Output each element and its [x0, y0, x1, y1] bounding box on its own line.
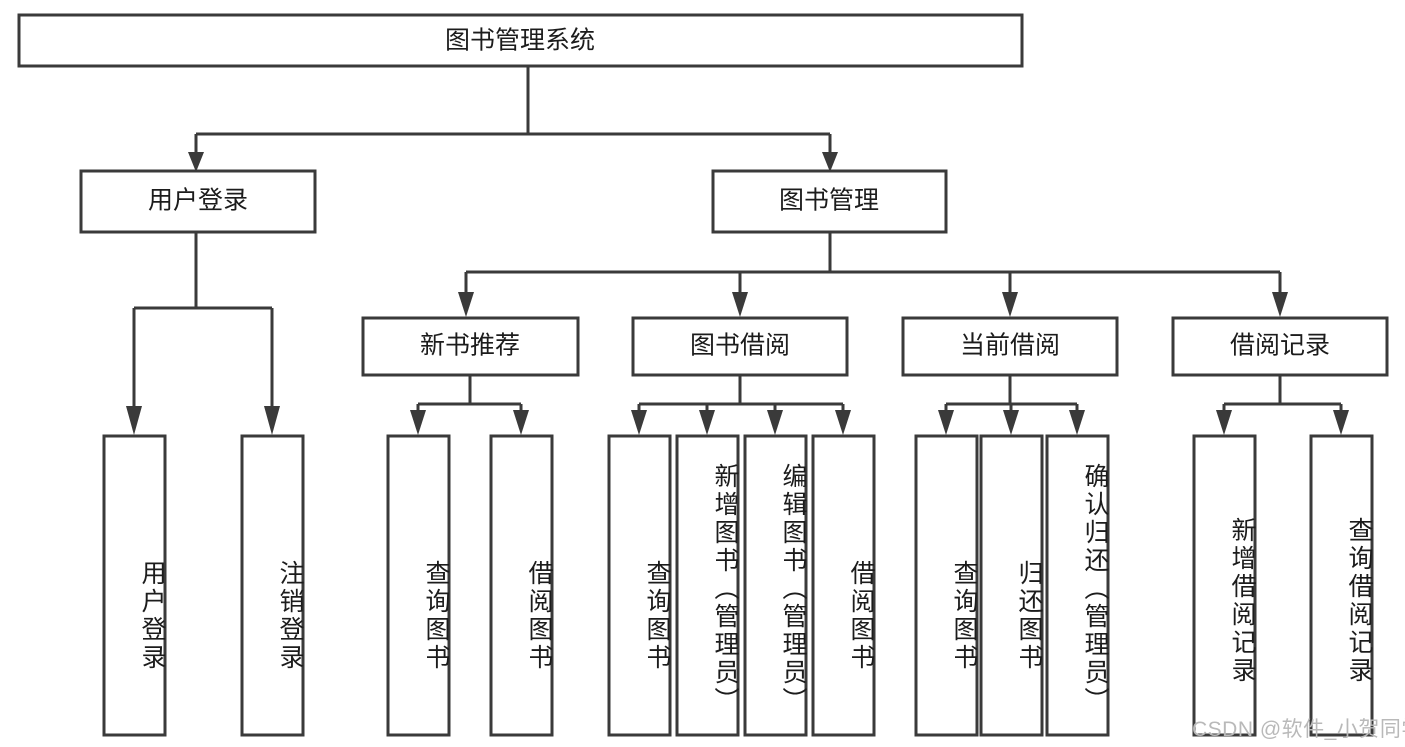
arrow-level3-1	[458, 292, 474, 317]
arrow-borrow-leaf-2	[699, 410, 715, 435]
node-root-label: 图书管理系统	[445, 27, 595, 55]
arrow-borrow-leaf-3	[767, 410, 783, 435]
node-root-box[interactable]	[17, 13, 1024, 68]
leaf-box-new-book-2[interactable]	[489, 434, 554, 737]
leaf-box-borrow-record-2[interactable]	[1309, 434, 1374, 737]
arrow-newbook-leaf-2	[513, 410, 529, 435]
arrow-current-leaf-3	[1069, 410, 1085, 435]
node-layer: 图书管理系统 用户登录 图书管理 新书推荐 图书借阅 当前借阅 借阅记录	[17, 13, 1389, 737]
arrow-newbook-leaf-1	[410, 410, 426, 435]
node-book-manage-label: 图书管理	[779, 187, 879, 215]
node-current-borrow-box[interactable]	[901, 316, 1119, 377]
node-borrow-record-box[interactable]	[1171, 316, 1389, 377]
node-current-borrow-label: 当前借阅	[960, 332, 1060, 360]
leaf-box-new-book-1[interactable]	[386, 434, 451, 737]
leaf-box-book-borrow-4[interactable]	[811, 434, 876, 737]
arrow-userlogin-leaf-2	[264, 406, 280, 435]
node-user-login-label: 用户登录	[148, 187, 248, 215]
arrow-borrow-leaf-1	[631, 410, 647, 435]
node-book-borrow-label: 图书借阅	[690, 332, 790, 360]
arrow-level3-4	[1272, 292, 1288, 317]
leaf-box-user-login-2[interactable]	[240, 434, 305, 737]
arrow-level3-2	[732, 292, 748, 317]
node-new-book-box[interactable]	[361, 316, 580, 377]
leaf-box-book-borrow-2[interactable]	[675, 434, 740, 737]
leaf-box-current-borrow-3[interactable]	[1045, 434, 1110, 737]
arrow-level3-3	[1002, 292, 1018, 317]
arrow-current-leaf-2	[1003, 410, 1019, 435]
leaf-box-borrow-record-1[interactable]	[1192, 434, 1257, 737]
arrow-userlogin-leaf-1	[126, 406, 142, 435]
leaf-box-user-login-1[interactable]	[102, 434, 167, 737]
arrow-to-user-login	[188, 152, 204, 172]
leaf-box-current-borrow-2[interactable]	[979, 434, 1044, 737]
arrow-to-book-manage	[822, 152, 838, 172]
leaf-box-book-borrow-1[interactable]	[607, 434, 672, 737]
leaf-box-book-borrow-3[interactable]	[743, 434, 808, 737]
arrow-current-leaf-1	[938, 410, 954, 435]
node-borrow-record-label: 借阅记录	[1230, 332, 1330, 360]
arrow-record-leaf-1	[1216, 410, 1232, 435]
arrow-record-leaf-2	[1333, 410, 1349, 435]
csdn-watermark: CSDN @软件_小贺同学	[1192, 718, 1405, 741]
node-user-login-box[interactable]	[79, 169, 317, 234]
node-book-borrow-box[interactable]	[631, 316, 849, 377]
node-new-book-label: 新书推荐	[420, 332, 520, 360]
node-book-manage-box[interactable]	[711, 169, 948, 234]
leaf-box-current-borrow-1[interactable]	[914, 434, 979, 737]
edge-layer	[126, 66, 1349, 435]
arrow-borrow-leaf-4	[835, 410, 851, 435]
